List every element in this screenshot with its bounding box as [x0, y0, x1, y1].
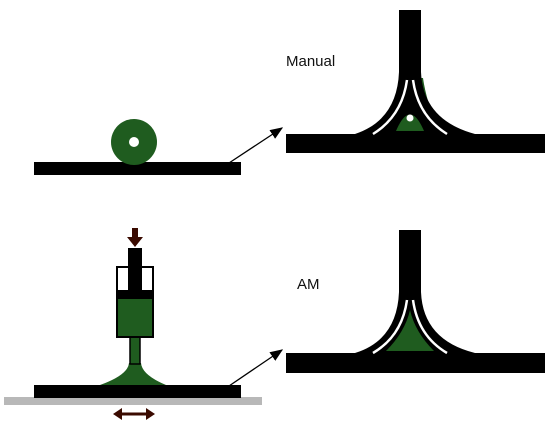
manual-joint-bead — [396, 114, 424, 131]
label-am: AM — [297, 276, 320, 293]
am-base-plate — [34, 385, 241, 398]
manual-setup — [34, 119, 241, 175]
am-joint-web — [355, 230, 475, 353]
am-plunger-head — [118, 290, 152, 299]
am-setup — [4, 228, 262, 420]
am-joint-gap-left — [372, 299, 409, 355]
arrow-down-icon — [127, 228, 143, 247]
manual-joint-base — [286, 134, 545, 153]
adhesive-bead-core — [129, 137, 139, 147]
am-build-platform — [4, 397, 262, 405]
manual-base-plate — [34, 162, 241, 175]
am-joint-adhesive — [386, 310, 434, 351]
am-nozzle — [129, 335, 141, 365]
am-syringe-adhesive — [118, 298, 152, 336]
label-manual: Manual — [286, 53, 335, 70]
am-joint-gap-right — [411, 299, 448, 355]
am-joint-base — [286, 353, 545, 373]
am-plunger-rod — [128, 248, 142, 291]
pointer-arrow-manual — [228, 127, 284, 164]
manual-joint-web — [355, 10, 475, 134]
manual-joint-gap-right — [411, 79, 448, 136]
pointer-arrow-am — [228, 349, 284, 387]
am-joint — [286, 230, 545, 373]
manual-joint — [286, 10, 545, 153]
double-arrow-horizontal-icon — [113, 408, 155, 420]
am-deposited-adhesive — [100, 363, 166, 385]
manual-joint-bead-core — [406, 114, 414, 122]
manual-joint-gap-left — [372, 79, 409, 136]
